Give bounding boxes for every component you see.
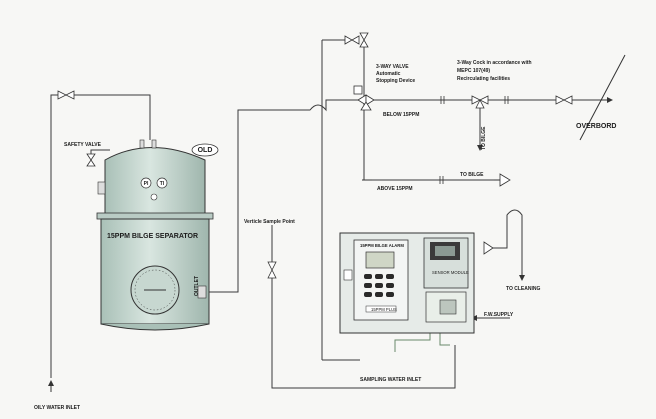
- alarm-plate-label: 15PPM PLUS: [371, 307, 397, 312]
- safety-valve-icon: [86, 153, 96, 167]
- bilge-alarm-panel: [339, 232, 475, 334]
- inlet-valve-icon: [57, 90, 75, 100]
- three-way-cock-label-3: Recirculating facilities: [457, 76, 510, 82]
- hull-line: [579, 54, 626, 141]
- to-bilge-label: TO BILGE: [460, 172, 484, 178]
- separator-title: 15PPM BILGE SEPARATOR: [107, 233, 198, 240]
- safety-valve-label: SAFETY VALVE: [64, 142, 102, 148]
- old-label: OLD: [198, 147, 213, 154]
- alarm-title-label: 15PPM BILGE ALARM: [360, 243, 404, 248]
- alarm-keypad: [364, 274, 394, 297]
- labels: OLD SAFETY VALVE PI TI 15PPM BILGE SEPAR…: [34, 60, 616, 411]
- sampling-water-inlet-label: SAMPLING WATER INLET: [360, 377, 421, 383]
- flange-marks: [439, 96, 509, 184]
- overboard-valve-icon: [555, 95, 573, 105]
- to-bilge-arrow-icon: [499, 173, 511, 187]
- to-cleaning-label: TO CLEANING: [506, 286, 540, 292]
- fw-arrow-icon: [483, 241, 494, 255]
- ti-label: TI: [160, 181, 165, 187]
- outlet-label: OUTLET: [194, 276, 200, 296]
- pi-gauge-icon: [140, 177, 152, 189]
- three-way-valve-label-3: Stopping Device: [376, 78, 415, 84]
- sensor-module-label: SENSOR MODULE: [432, 270, 469, 275]
- old-oval: [191, 143, 219, 157]
- pi-label: PI: [144, 181, 149, 187]
- three-way-valve-icon: [353, 85, 375, 111]
- bilge-separator: [96, 139, 219, 331]
- overbord-label: OVERBORD: [576, 123, 616, 130]
- below-15ppm-label: BELOW 15PPM: [383, 112, 419, 118]
- above-15ppm-label: ABOVE 15PPM: [377, 186, 413, 192]
- three-way-cock-label-1: 3-Way Cock in accordance with: [457, 60, 532, 66]
- ti-gauge-icon: [156, 177, 168, 189]
- sample-point-valve-icon: [267, 261, 277, 279]
- to-bilge-vertical-label: TO BILGE: [481, 126, 487, 150]
- fw-supply-label: F.W.SUPPLY: [484, 312, 514, 318]
- oily-water-inlet-label: OILY WATER INLET: [34, 405, 80, 411]
- three-way-cock-icon: [471, 95, 489, 109]
- alarm-display: [365, 251, 395, 269]
- flow-arrows: [48, 97, 613, 392]
- top-valve-icon: [344, 32, 369, 48]
- three-way-cock-label-2: MEPC 107(49): [457, 68, 490, 74]
- three-way-valve-label-1: 3-WAY VALVE: [376, 64, 409, 70]
- three-way-valve-label-2: Automatic: [376, 71, 401, 77]
- sample-point-label: Verticle Sample Point: [244, 219, 295, 225]
